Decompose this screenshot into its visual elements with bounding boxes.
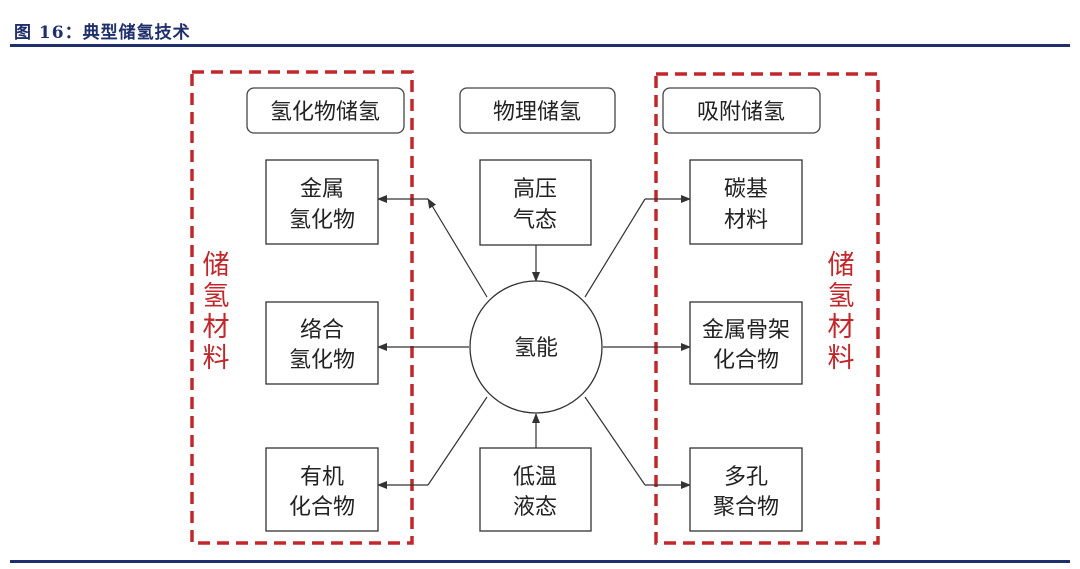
svg-text:物理储氢: 物理储氢 (493, 100, 581, 125)
node-organic-compound: 有机 化合物 (265, 447, 379, 532)
title-rule (10, 44, 1070, 47)
svg-text:低温: 低温 (513, 465, 557, 490)
bottom-rule (10, 560, 1070, 563)
svg-text:碳基: 碳基 (724, 177, 768, 202)
side-label-left: 储氢材料 (203, 250, 230, 374)
node-porous-polymer: 多孔 聚合物 (689, 447, 803, 532)
category-left: 氢化物储氢 (246, 87, 405, 134)
svg-text:氢化物储氢: 氢化物储氢 (270, 100, 380, 125)
svg-text:氢化物: 氢化物 (289, 348, 355, 373)
node-high-pressure-gas: 高压 气态 (479, 159, 592, 246)
arrow-to-porous-polymer (584, 396, 646, 486)
node-complex-hydride: 络合 氢化物 (265, 301, 379, 385)
svg-text:有机: 有机 (300, 465, 344, 490)
node-metal-hydride: 金属 氢化物 (265, 159, 379, 245)
category-right: 吸附储氢 (662, 87, 821, 134)
arrow-to-metal-hydride (427, 198, 488, 298)
svg-text:金属骨架: 金属骨架 (702, 318, 790, 343)
category-middle: 物理储氢 (459, 87, 616, 134)
arrow-to-organic-compound (427, 396, 488, 486)
node-carbon-material: 碳基 材料 (689, 159, 803, 245)
side-label-right: 储氢材料 (828, 250, 855, 374)
svg-text:气态: 气态 (513, 208, 557, 233)
svg-text:聚合物: 聚合物 (713, 495, 779, 520)
svg-text:化合物: 化合物 (713, 348, 779, 373)
left-dashed-frame (190, 70, 414, 545)
svg-text:氢化物: 氢化物 (289, 208, 355, 233)
node-low-temp-liquid: 低温 液态 (479, 447, 592, 532)
svg-text:氢能: 氢能 (514, 336, 558, 361)
svg-text:化合物: 化合物 (289, 495, 355, 520)
svg-text:高压: 高压 (513, 177, 557, 202)
figure-title: 图 16：典型储氢技术 (14, 23, 191, 43)
connectors (377, 195, 691, 489)
right-dashed-frame (654, 72, 880, 545)
svg-text:吸附储氢: 吸附储氢 (697, 100, 785, 125)
svg-text:液态: 液态 (513, 495, 557, 520)
node-metal-organic-framework: 金属骨架 化合物 (689, 301, 803, 385)
arrow-to-carbon (584, 198, 646, 298)
svg-text:多孔: 多孔 (724, 465, 768, 490)
svg-text:络合: 络合 (300, 318, 344, 343)
svg-text:金属: 金属 (300, 177, 344, 202)
svg-text:材料: 材料 (724, 208, 768, 233)
center-hydrogen-energy: 氢能 (469, 280, 603, 414)
